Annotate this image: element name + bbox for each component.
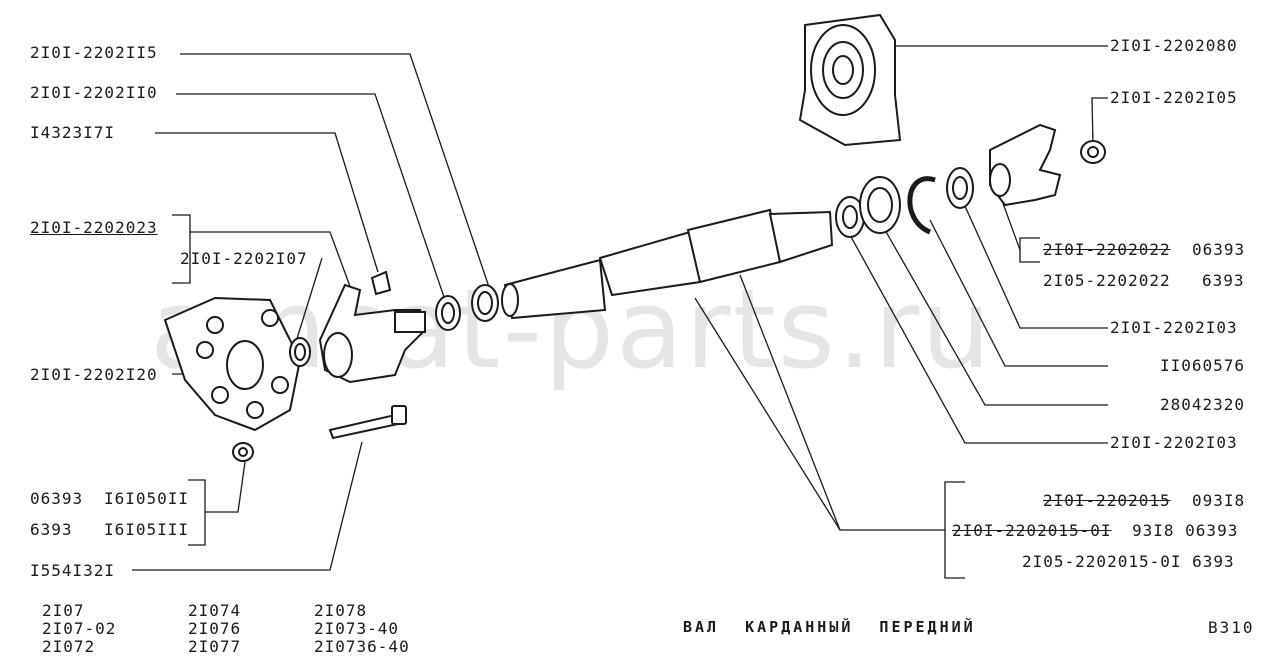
leader-r7 — [884, 229, 1108, 406]
drawing-title: ВАЛ КАРДАННЫЙ ПЕРЕДНИЙ — [683, 618, 976, 636]
label-l6: 2I0I-2202I20 — [30, 365, 158, 384]
label-r7: 28042320 — [1160, 395, 1246, 414]
model: 2I078 — [314, 601, 368, 620]
label-r10b: 93I8 06393 — [1132, 521, 1239, 540]
label-r1: 2I0I-2202080 — [1110, 36, 1238, 55]
propeller-shaft — [501, 208, 834, 320]
drawing-code: В310 — [1208, 618, 1255, 637]
flexible-coupling — [163, 296, 302, 432]
models-col1: 2I07 2I07-02 2I072 — [42, 602, 116, 656]
end-nut — [1080, 140, 1106, 164]
leader-r8 — [849, 234, 1108, 444]
label-r3a: 2I0I-2202022 — [1043, 240, 1171, 259]
label-l3: I4323I7I — [30, 123, 116, 142]
label-l7b: I6I050II — [104, 489, 190, 508]
model: 2I077 — [188, 637, 242, 656]
bracket-l7 — [188, 479, 206, 546]
label-l9: I554I32I — [30, 561, 116, 580]
seal-ring-left — [471, 284, 499, 322]
models-col2: 2I074 2I076 2I077 — [188, 602, 241, 656]
label-l4: 2I0I-2202023 — [30, 218, 158, 237]
label-r10a: 2I0I-2202015-0I — [952, 521, 1112, 540]
label-r3b: 06393 — [1192, 240, 1246, 259]
model: 2I0736-40 — [314, 637, 410, 656]
label-l5: 2I0I-2202I07 — [180, 249, 308, 268]
coupling-bolt — [328, 405, 407, 440]
seal-far-right — [946, 167, 974, 209]
label-r8: 2I0I-2202I03 — [1110, 433, 1238, 452]
leader-r9b — [694, 297, 841, 531]
model: 2I074 — [188, 601, 242, 620]
leader-r9a — [739, 274, 945, 531]
models-col3: 2I078 2I073-40 2I0736-40 — [314, 602, 410, 656]
label-l8a: 6393 — [30, 520, 73, 539]
model: 2I07 — [42, 601, 85, 620]
leader-r2 — [1091, 97, 1108, 146]
seal-right — [835, 196, 865, 238]
leader-r5 — [959, 194, 1108, 329]
grease-fitting — [370, 270, 392, 296]
label-l2: 2I0I-2202II0 — [30, 83, 158, 102]
label-r9a: 2I0I-2202015 — [1043, 491, 1171, 510]
label-l1: 2I0I-2202II5 — [30, 43, 158, 62]
leader-l7 — [205, 461, 246, 513]
leader-l4 — [190, 231, 356, 301]
end-yoke — [989, 123, 1062, 207]
centering-ring — [289, 337, 311, 367]
seal-left — [435, 295, 461, 331]
label-r4a: 2I05-2202022 — [1043, 271, 1171, 290]
model: 2I076 — [188, 619, 242, 638]
label-r5: 2I0I-2202I03 — [1110, 318, 1238, 337]
support-bearing — [798, 13, 902, 147]
leader-l3 — [155, 132, 379, 273]
label-r4b: 6393 — [1202, 271, 1245, 290]
model: 2I073-40 — [314, 619, 400, 638]
leader-l2 — [176, 93, 446, 301]
model: 2I07-02 — [42, 619, 117, 638]
yoke-flange — [318, 283, 427, 384]
bracket-l4 — [172, 214, 191, 284]
leader-l5 — [294, 257, 323, 346]
label-r9b: 093I8 — [1192, 491, 1246, 510]
leader-l1 — [180, 53, 491, 291]
bracket-r3 — [1019, 237, 1040, 263]
bearing — [859, 176, 901, 234]
model: 2I072 — [42, 637, 96, 656]
leader-r6 — [929, 219, 1108, 367]
label-r6: II060576 — [1160, 356, 1246, 375]
leader-l9 — [132, 441, 363, 571]
label-l8b: I6I05III — [104, 520, 190, 539]
label-r11: 2I05-2202015-0I 6393 — [1022, 552, 1235, 571]
coupling-nut — [232, 442, 254, 462]
label-l7a: 06393 — [30, 489, 84, 508]
label-r2: 2I0I-2202I05 — [1110, 88, 1238, 107]
snap-ring — [907, 176, 936, 235]
